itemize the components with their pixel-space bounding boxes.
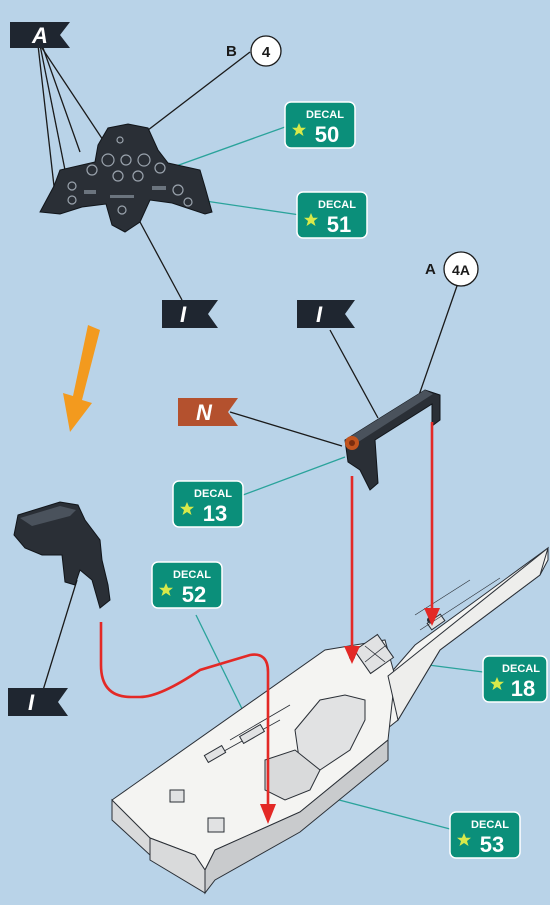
flag-a-label: A (31, 23, 48, 48)
decal-50-word: DECAL (306, 109, 344, 121)
callout-b4: B 4 (226, 35, 282, 67)
flag-i-armor-label: I (28, 690, 35, 715)
decal-13-number: 13 (203, 501, 227, 526)
decal-52-word: DECAL (173, 569, 211, 581)
flag-i-bracket-label: I (316, 302, 323, 327)
flag-i-bracket: I (297, 300, 355, 328)
decal-badge-53: DECAL 53 (449, 811, 521, 859)
gunsight-bracket (344, 389, 441, 491)
decal-badge-50: DECAL 50 (284, 101, 356, 149)
armor-plate-part (13, 501, 111, 609)
flag-i-panel-label: I (180, 302, 187, 327)
decal-badge-51: DECAL 51 (296, 191, 368, 239)
callout-a4a-letter: A (425, 261, 436, 278)
leader-lines-black (37, 44, 459, 701)
arrowheads-red (260, 608, 440, 824)
flag-n: N (178, 398, 238, 426)
decal-badge-52: DECAL 52 (151, 561, 223, 609)
callout-a4a: A 4A (425, 251, 479, 287)
decal-50-number: 50 (315, 122, 339, 147)
decal-13-word: DECAL (194, 488, 232, 500)
callout-b4-number: 4 (262, 44, 271, 61)
decal-53-word: DECAL (471, 819, 509, 831)
decal-badge-18: DECAL 18 (482, 655, 548, 703)
decal-18-word: DECAL (502, 663, 540, 675)
cockpit-tub (111, 546, 549, 895)
flag-i-panel: I (162, 300, 218, 328)
instrument-panel (39, 123, 213, 233)
flag-n-label: N (196, 400, 213, 425)
flag-a: A (10, 22, 70, 48)
decal-51-word: DECAL (318, 199, 356, 211)
decal-badge-13: DECAL 13 (172, 480, 244, 528)
decal-51-number: 51 (327, 212, 351, 237)
decal-53-number: 53 (480, 832, 504, 857)
callout-a4a-number: 4A (452, 262, 470, 278)
orange-direction-arrow (63, 325, 100, 432)
callout-b4-letter: B (226, 43, 237, 60)
assembly-arrows (99, 422, 434, 806)
flag-i-armor: I (8, 688, 68, 716)
decal-18-number: 18 (511, 676, 535, 701)
decal-52-number: 52 (182, 582, 206, 607)
